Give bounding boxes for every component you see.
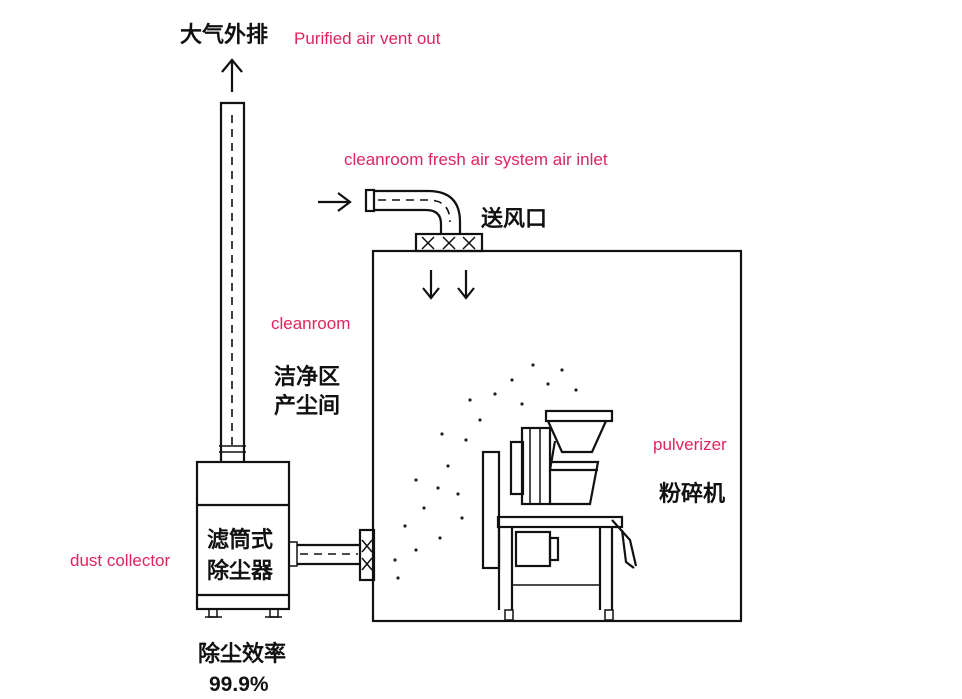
collector-label-cn-1: 滤筒式: [207, 527, 273, 553]
collector-label-cn-2: 除尘器: [207, 558, 274, 584]
fresh-air-duct: [364, 188, 484, 253]
vent-label-en: Purified air vent out: [294, 29, 441, 48]
vent-label-cn: 大气外排: [180, 22, 268, 48]
efficiency-label-cn: 除尘效率: [198, 641, 286, 667]
supply-down-arrows-icon: [422, 270, 475, 300]
pulverizer-machine: [481, 409, 638, 621]
inlet-label-en: cleanroom fresh air system air inlet: [344, 150, 608, 169]
exhaust-stack: [219, 101, 246, 462]
collector-label-en: dust collector: [70, 551, 170, 570]
cleanroom-label-cn-1: 洁净区: [274, 364, 340, 390]
dust-collector-body: [195, 460, 291, 618]
suction-duct: [288, 528, 376, 582]
pulverizer-label-cn: 粉碎机: [659, 481, 725, 507]
dust-particles: [393, 363, 578, 580]
cleanroom-label-cn-2: 产尘间: [274, 394, 340, 419]
inlet-right-arrow-icon: [318, 192, 352, 212]
cleanroom-label-en: cleanroom: [271, 314, 350, 333]
vent-up-arrow-icon: [221, 58, 243, 92]
efficiency-value: 99.9%: [209, 673, 269, 696]
pulverizer-label-en: pulverizer: [653, 435, 727, 454]
supply-vent-label-cn: 送风口: [481, 206, 547, 232]
cleanroom-box: [371, 249, 743, 623]
